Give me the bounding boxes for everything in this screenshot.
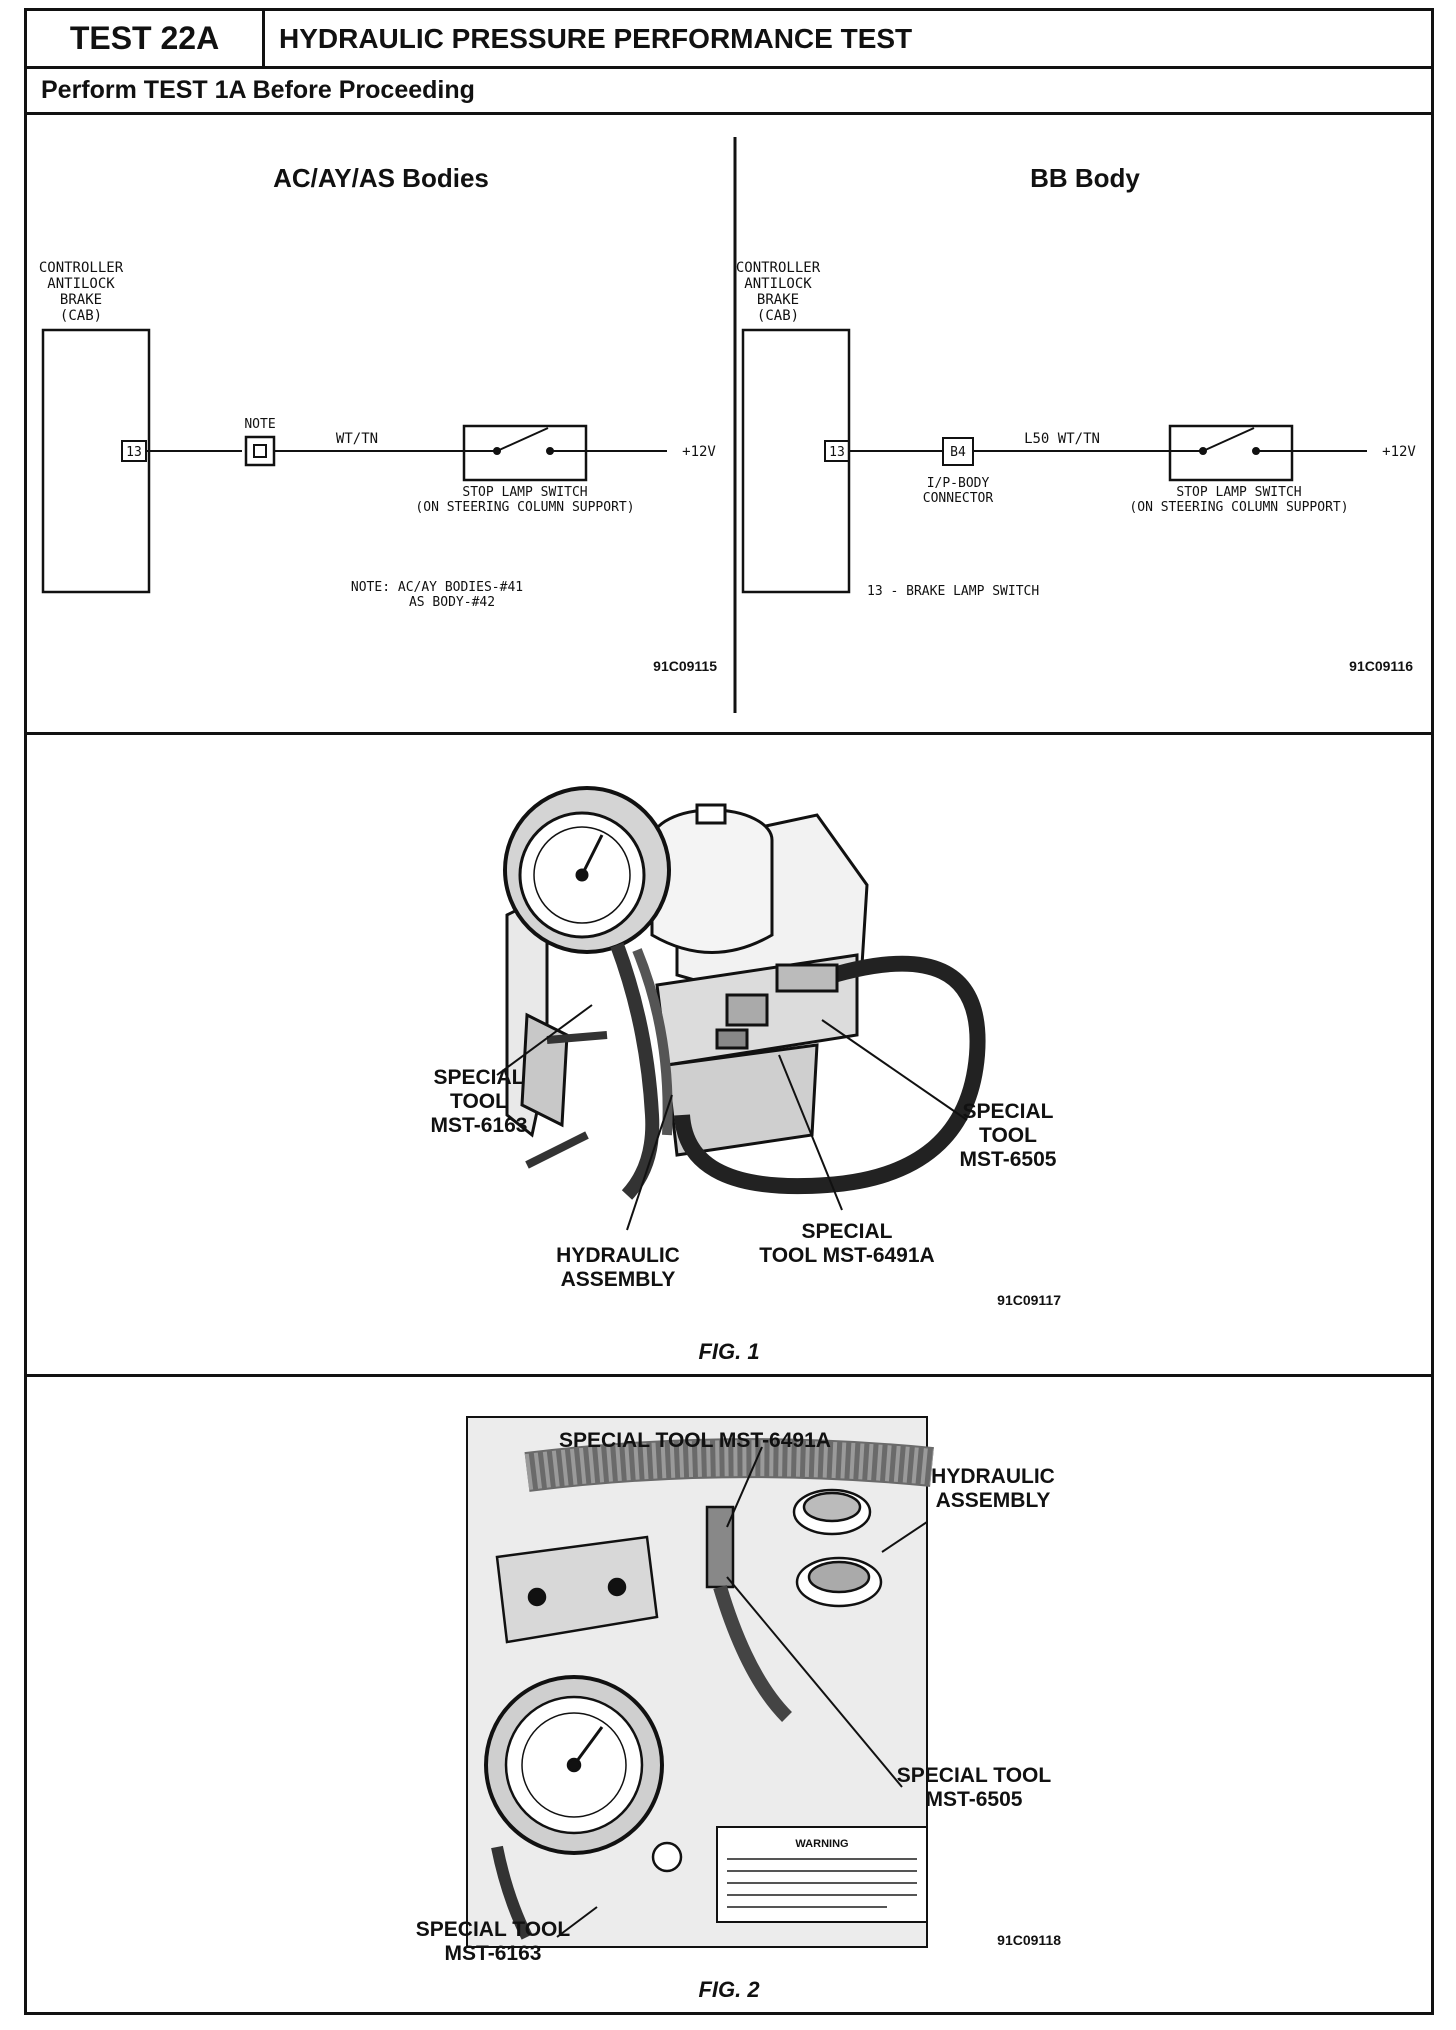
schematics-panel: AC/AY/AS Bodies CONTROLLER ANTILOCK BRAK…: [27, 115, 1431, 735]
header-bar: TEST 22A HYDRAULIC PRESSURE PERFORMANCE …: [27, 11, 1431, 69]
right-voltage: +12V: [1382, 444, 1416, 460]
schematic-left: AC/AY/AS Bodies CONTROLLER ANTILOCK BRAK…: [39, 163, 717, 674]
left-heading: AC/AY/AS Bodies: [273, 163, 489, 193]
f2-hydraulic-line: HYDRAULIC: [931, 1465, 1055, 1488]
left-wire-label: WT/TN: [336, 431, 378, 447]
warning-title: WARNING: [795, 1838, 848, 1850]
figure1-leaders: [496, 1004, 968, 1231]
figure2-panel: WARNING SPECIAL TOOL MST-6491A HYDRAULIC…: [27, 1377, 1431, 2015]
figure1-panel: SPECIAL TOOL MST-6163 SPECIAL TOOL MST-6…: [27, 735, 1431, 1377]
test-title: HYDRAULIC PRESSURE PERFORMANCE TEST: [279, 22, 913, 54]
f1-mst6491a-line: TOOL MST-6491A: [759, 1244, 934, 1267]
f2-mst6505-line: MST-6505: [926, 1788, 1023, 1811]
figure1-svg: SPECIAL TOOL MST-6163 SPECIAL TOOL MST-6…: [431, 786, 1061, 1308]
figure2-leaders: [556, 1446, 928, 1938]
f1-mst6505-line: SPECIAL: [962, 1100, 1053, 1123]
right-connector-line: I/P-BODY: [927, 476, 990, 491]
left-note-line: AS BODY-#42: [409, 595, 495, 610]
schematics-svg: AC/AY/AS Bodies CONTROLLER ANTILOCK BRAK…: [39, 137, 1417, 713]
right-heading: BB Body: [1030, 163, 1140, 193]
figure2-illustration: [466, 1416, 934, 1948]
f2-mst6163-line: MST-6163: [445, 1942, 542, 1965]
right-switch-line: (ON STEERING COLUMN SUPPORT): [1129, 500, 1348, 515]
left-controller-box: [41, 328, 151, 594]
left-figure-code: 91C09115: [653, 658, 717, 674]
right-stop-lamp-switch: [1168, 424, 1294, 482]
right-pin-label: 13: [829, 445, 845, 460]
f1-mst6505-line: MST-6505: [960, 1148, 1057, 1171]
right-controller-line: (CAB): [757, 308, 799, 324]
right-controller-line: BRAKE: [757, 292, 799, 308]
figure2-svg: WARNING SPECIAL TOOL MST-6491A HYDRAULIC…: [416, 1416, 1061, 1965]
right-controller-line: CONTROLLER: [736, 260, 821, 276]
left-voltage: +12V: [682, 444, 716, 460]
left-note-line: NOTE: AC/AY BODIES-#41: [351, 580, 523, 595]
figure1-code: 91C09117: [997, 1292, 1061, 1308]
figure2-code: 91C09118: [997, 1932, 1061, 1948]
left-switch-line: STOP LAMP SWITCH: [462, 485, 587, 500]
schematic-right: BB Body CONTROLLER ANTILOCK BRAKE (CAB) …: [736, 163, 1417, 674]
figure1-illustration: [503, 786, 986, 1200]
f1-mst6505-line: TOOL: [979, 1124, 1037, 1147]
f1-hydraulic-line: HYDRAULIC: [556, 1244, 680, 1267]
left-stop-lamp-switch: [462, 424, 588, 482]
left-note-symbol: [244, 435, 276, 467]
f2-hydraulic-line: ASSEMBLY: [936, 1489, 1051, 1512]
f2-mst6163-line: SPECIAL TOOL: [416, 1918, 571, 1941]
left-controller-line: BRAKE: [60, 292, 102, 308]
left-controller-line: CONTROLLER: [39, 260, 124, 276]
right-connector-line: CONNECTOR: [923, 491, 994, 506]
f2-mst6505-line: SPECIAL TOOL: [897, 1764, 1052, 1787]
right-switch-line: STOP LAMP SWITCH: [1176, 485, 1301, 500]
figure1-caption: FIG. 1: [698, 1339, 760, 1364]
f1-mst6163-line: SPECIAL: [433, 1066, 524, 1089]
prerequisite-note: Perform TEST 1A Before Proceeding: [27, 69, 1431, 115]
left-switch-line: (ON STEERING COLUMN SUPPORT): [415, 500, 634, 515]
test-id: TEST 22A: [27, 11, 265, 66]
left-note-label: NOTE: [244, 417, 275, 432]
f1-mst6491a-line: SPECIAL: [801, 1220, 892, 1243]
left-controller-line: ANTILOCK: [47, 276, 115, 292]
f1-mst6163-line: TOOL: [450, 1090, 508, 1113]
right-figure-code: 91C09116: [1349, 658, 1413, 674]
f1-hydraulic-line: ASSEMBLY: [561, 1268, 676, 1291]
right-wire-label: L50 WT/TN: [1024, 431, 1100, 447]
figure2-caption: FIG. 2: [698, 1977, 760, 2002]
right-connector-pin: B4: [950, 445, 966, 460]
left-controller-line: (CAB): [60, 308, 102, 324]
right-pin-note: 13 - BRAKE LAMP SWITCH: [867, 584, 1039, 599]
left-pin-label: 13: [126, 445, 142, 460]
f2-mst6491a: SPECIAL TOOL MST-6491A: [559, 1429, 831, 1452]
f1-mst6163-line: MST-6163: [431, 1114, 528, 1137]
right-controller-line: ANTILOCK: [744, 276, 812, 292]
test-sheet: TEST 22A HYDRAULIC PRESSURE PERFORMANCE …: [24, 8, 1434, 2015]
